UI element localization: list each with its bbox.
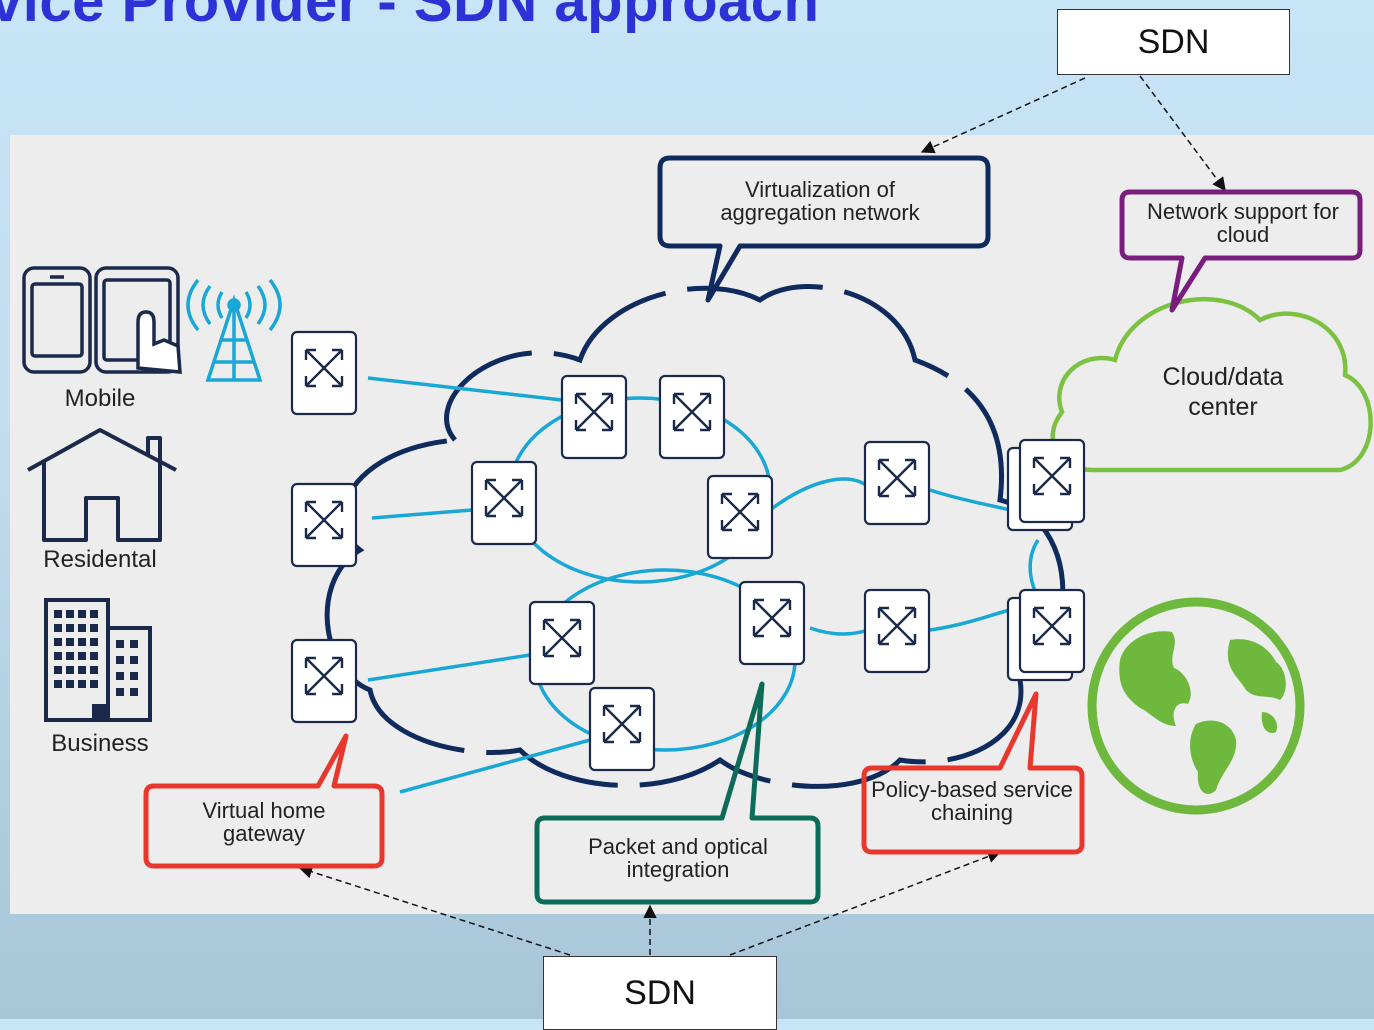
sdn-box-top[interactable]: SDN — [1057, 9, 1290, 75]
sdn-arrows — [298, 75, 1226, 956]
residential-label: Residental — [43, 546, 157, 573]
switch-icon — [863, 588, 931, 674]
switch-icon — [560, 374, 628, 460]
switch-icon — [738, 580, 806, 666]
aggregation-cloud — [324, 284, 1066, 789]
phone-icon — [22, 266, 92, 374]
callout-home-gateway-shape — [143, 733, 385, 869]
callout-home-gateway-label: Virtual home gateway — [202, 798, 326, 847]
arrow-to-cloud-support — [1139, 75, 1226, 192]
access-links — [367, 376, 591, 794]
datacenter-cloud — [1050, 297, 1373, 473]
callout-service-chaining-shape — [861, 691, 1085, 855]
switch-icon — [290, 638, 358, 724]
switch-icon — [290, 330, 358, 416]
switch-icon — [1018, 438, 1086, 524]
business-label: Business — [51, 730, 149, 757]
callout-packet-optical-shape — [534, 681, 821, 905]
radio-tower-icon — [186, 278, 282, 382]
callout-aggregation-label: Virtualization of aggregation network — [720, 177, 920, 226]
callout-packet-optical-label: Packet and optical integration — [588, 834, 768, 883]
callout-cloud-support-label: Network support for cloud — [1147, 199, 1339, 248]
globe-icon — [1087, 597, 1305, 815]
switch-icon — [706, 474, 774, 560]
slide-title: vice Provider - SDN approach — [0, 0, 820, 34]
tablet-icon — [94, 266, 182, 374]
mobile-label: Mobile — [64, 385, 136, 412]
switch-icon — [1018, 588, 1086, 674]
arrow-to-aggregation — [920, 77, 1086, 154]
office-building-icon — [44, 598, 152, 722]
switch-icon — [588, 686, 656, 772]
house-icon — [27, 428, 177, 542]
cloud-datacenter-label: Cloud/data center — [1162, 363, 1284, 421]
callout-cloud-support-shape — [1119, 189, 1363, 313]
arrow-to-home-gateway — [298, 865, 571, 956]
callout-aggregation-shape — [657, 155, 991, 303]
callout-service-chaining-label: Policy-based service chaining — [871, 777, 1073, 826]
switch-icon — [528, 600, 596, 686]
arrow-to-service-chaining — [729, 850, 1002, 956]
switch-icon — [658, 374, 726, 460]
switch-icon — [470, 460, 538, 546]
switch-icon — [863, 440, 931, 526]
switch-icon — [290, 482, 358, 568]
